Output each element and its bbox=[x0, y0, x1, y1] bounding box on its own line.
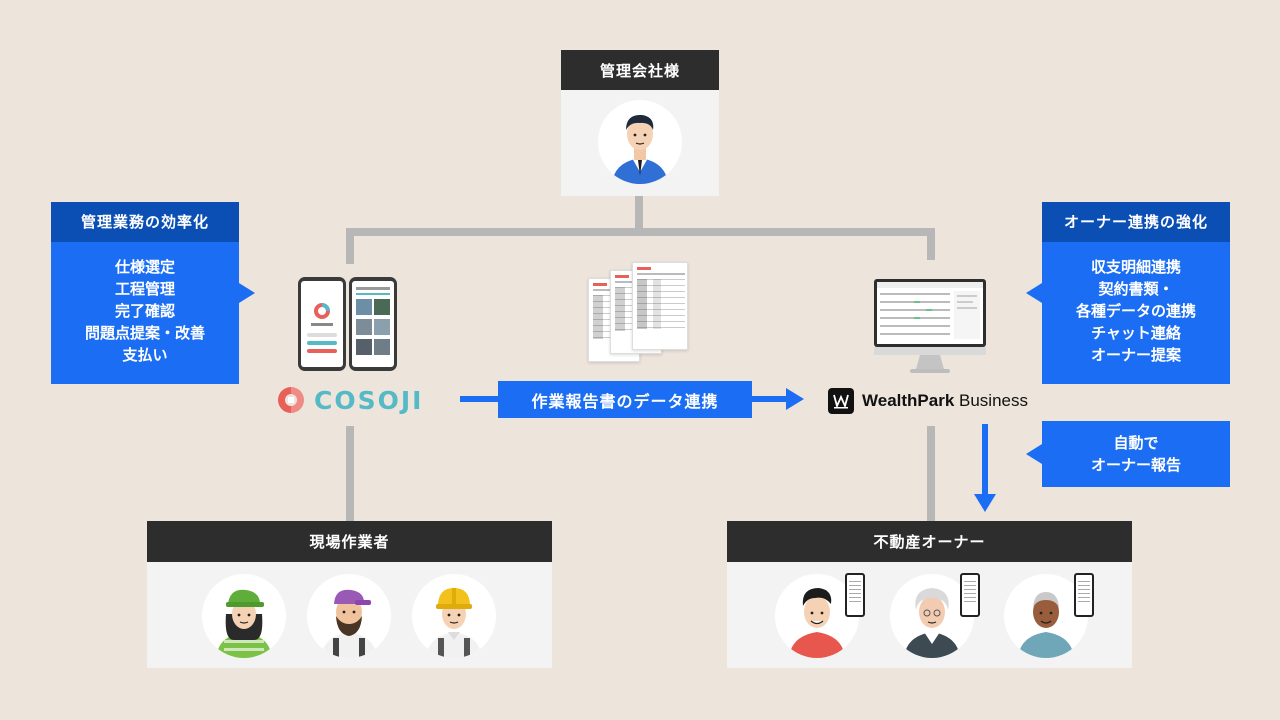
worker-avatar bbox=[202, 574, 286, 658]
report-documents bbox=[588, 262, 692, 366]
efficiency-box: 管理業務の効率化 仕様選定 工程管理 完了確認 問題点提案・改善 支払い bbox=[51, 202, 239, 384]
wealthpark-logo-icon bbox=[828, 388, 854, 414]
efficiency-item: 完了確認 bbox=[114, 302, 175, 320]
report-document bbox=[632, 262, 688, 350]
owner-phone-icon bbox=[1074, 573, 1094, 617]
cosoji-phone-left bbox=[298, 277, 346, 371]
wealthpark-monitor bbox=[874, 279, 986, 375]
worker-person-icon bbox=[426, 588, 482, 658]
worker-person-icon bbox=[321, 589, 377, 658]
owner-relations-item: オーナー提案 bbox=[1090, 346, 1181, 364]
owner-phone-icon bbox=[845, 573, 865, 617]
worker-person-icon bbox=[216, 589, 272, 658]
data-link-arrow-right-icon bbox=[752, 388, 804, 410]
cosoji-logo-text: COSOJI bbox=[314, 385, 424, 415]
field-workers-panel bbox=[147, 562, 552, 668]
auto-report-line: オーナー報告 bbox=[1090, 456, 1181, 474]
connector-right-bottom bbox=[927, 426, 935, 522]
manager-person-icon bbox=[612, 114, 668, 184]
cosoji-logo: COSOJI bbox=[276, 384, 426, 416]
manager-avatar bbox=[598, 100, 682, 184]
connector-left-bottom bbox=[346, 426, 354, 522]
property-owners-header: 不動産オーナー bbox=[727, 521, 1132, 562]
connector-top-horizontal bbox=[346, 228, 935, 236]
cosoji-logo-icon bbox=[278, 387, 304, 413]
owner-person-icon bbox=[904, 588, 960, 658]
property-owners-panel bbox=[727, 562, 1132, 668]
connector-left-down bbox=[346, 228, 354, 264]
data-link-arrow-left bbox=[460, 396, 500, 402]
cosoji-phone-right bbox=[349, 277, 397, 371]
owner-relations-item: チャット連絡 bbox=[1091, 324, 1181, 342]
owner-relations-item: 収支明細連携 bbox=[1090, 258, 1181, 276]
data-link-label: 作業報告書のデータ連携 bbox=[498, 381, 752, 418]
connector-right-down bbox=[927, 228, 935, 260]
auto-report-box: 自動で オーナー報告 bbox=[1042, 421, 1230, 487]
efficiency-item: 問題点提案・改善 bbox=[84, 324, 205, 342]
owner-relations-box-title: オーナー連携の強化 bbox=[1042, 202, 1230, 242]
management-company-header: 管理会社様 bbox=[561, 50, 719, 90]
owner-relations-item: 各種データの連携 bbox=[1075, 302, 1196, 320]
efficiency-pointer bbox=[239, 283, 255, 303]
owner-relations-item: 契約書類・ bbox=[1098, 280, 1174, 298]
efficiency-box-title: 管理業務の効率化 bbox=[51, 202, 239, 242]
worker-avatar bbox=[412, 574, 496, 658]
connector-top-stem bbox=[635, 196, 643, 232]
owner-avatar bbox=[890, 574, 974, 658]
auto-report-pointer bbox=[1026, 444, 1042, 464]
management-company-panel bbox=[561, 90, 719, 196]
owner-person-icon bbox=[1018, 592, 1074, 658]
owner-relations-pointer bbox=[1026, 283, 1042, 303]
efficiency-item: 仕様選定 bbox=[114, 258, 175, 276]
wealthpark-suffix-text: Business bbox=[954, 391, 1028, 410]
owner-relations-box: オーナー連携の強化 収支明細連携 契約書類・ 各種データの連携 チャット連絡 オ… bbox=[1042, 202, 1230, 384]
field-workers-header: 現場作業者 bbox=[147, 521, 552, 562]
worker-avatar bbox=[307, 574, 391, 658]
efficiency-item: 支払い bbox=[122, 346, 168, 364]
down-arrow-icon bbox=[974, 424, 996, 512]
wealthpark-brand-text: WealthPark bbox=[862, 391, 955, 410]
auto-report-line: 自動で bbox=[1113, 434, 1159, 452]
owner-phone-icon bbox=[960, 573, 980, 617]
owner-person-icon bbox=[789, 588, 845, 658]
wealthpark-logo: WealthPark Business bbox=[828, 386, 1038, 416]
efficiency-item: 工程管理 bbox=[114, 280, 175, 298]
